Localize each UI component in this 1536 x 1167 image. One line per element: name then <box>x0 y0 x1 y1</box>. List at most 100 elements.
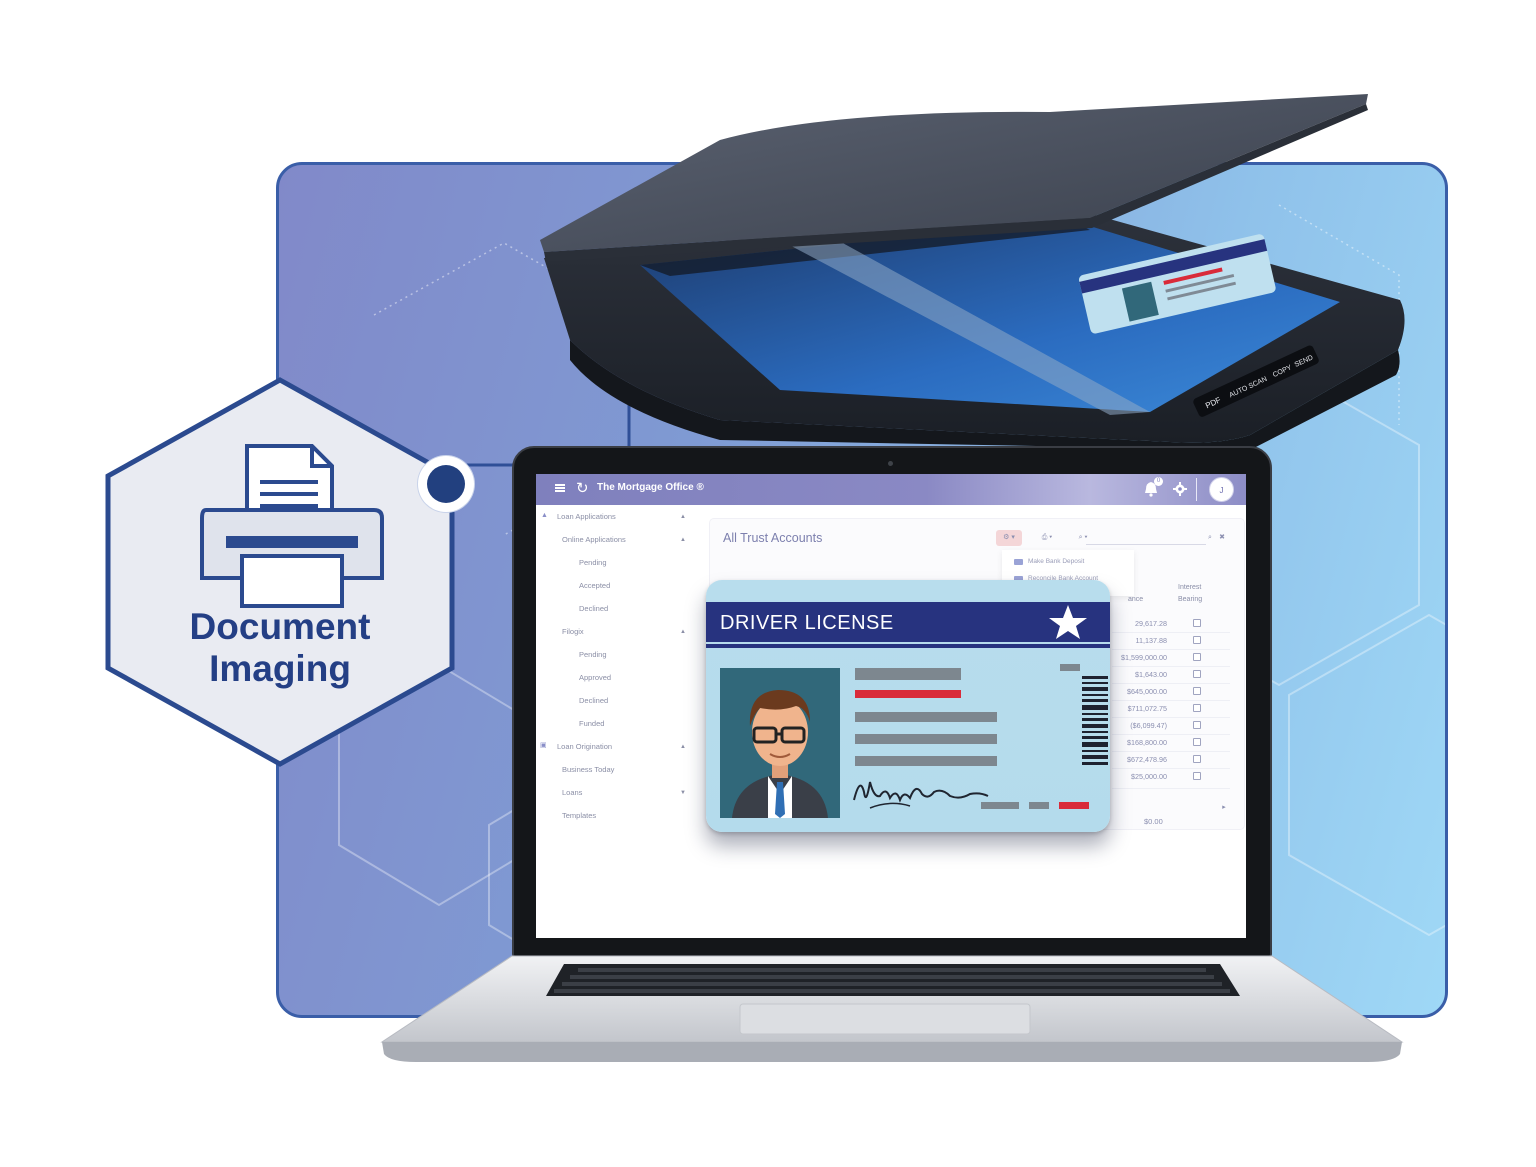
interest-bearing-checkbox[interactable] <box>1193 721 1201 729</box>
row-divider <box>1112 666 1230 667</box>
signature <box>853 781 989 809</box>
table-cell-balance: $645,000.00 <box>1127 687 1167 696</box>
sidebar-item-declined[interactable]: Declined <box>579 696 609 705</box>
sidebar-item-loans[interactable]: Loans <box>562 788 583 797</box>
avatar[interactable]: J <box>1209 477 1234 502</box>
reconcile-icon <box>1014 576 1023 582</box>
table-cell-balance: 11,137.88 <box>1135 636 1167 645</box>
gear-icon[interactable] <box>1173 482 1187 496</box>
license-field-bar <box>1029 802 1049 809</box>
row-divider <box>1112 632 1230 633</box>
license-header-band <box>706 602 1110 642</box>
scroll-right-icon[interactable]: ▸ <box>1222 804 1226 811</box>
connector-dot <box>418 456 474 512</box>
table-cell-balance: $672,478.96 <box>1127 755 1167 764</box>
interest-bearing-checkbox[interactable] <box>1193 653 1201 661</box>
interest-bearing-checkbox[interactable] <box>1193 755 1201 763</box>
topbar-divider <box>1196 478 1197 501</box>
interest-bearing-checkbox[interactable] <box>1193 619 1201 627</box>
badge-title: Document Imaging <box>130 606 430 690</box>
table-cell-balance: $1,643.00 <box>1135 670 1167 679</box>
column-header-interest-line1[interactable]: Interest <box>1178 584 1202 591</box>
laptop-keyboard-base <box>380 955 1404 1062</box>
page-title: All Trust Accounts <box>723 531 823 545</box>
star-icon <box>1049 605 1087 639</box>
menu-icon[interactable] <box>555 484 565 492</box>
search-input[interactable] <box>1086 530 1206 545</box>
row-divider <box>1112 751 1230 752</box>
license-field-bar <box>855 734 997 744</box>
webcam <box>888 461 893 466</box>
sidebar-item-loan-origination[interactable]: Loan Origination <box>557 742 613 751</box>
row-divider <box>1112 717 1230 718</box>
loan-origination-icon: ▣ <box>540 742 547 749</box>
sidebar-item-loan-applications[interactable]: Loan Applications <box>557 512 616 521</box>
sidebar-item-templates[interactable]: Templates <box>562 811 597 820</box>
sidebar-item-declined[interactable]: Declined <box>579 604 609 613</box>
badge-title-line1: Document <box>189 606 371 647</box>
table-cell-balance: $1,599,000.00 <box>1121 653 1167 662</box>
sidebar-item-filogix[interactable]: Filogix <box>562 627 584 636</box>
sidebar: ▲ Loan Applications ▲ Online Application… <box>536 505 696 938</box>
sidebar-item-approved[interactable]: Approved <box>579 673 612 682</box>
actions-dropdown-button[interactable]: ⚙ ▾ <box>996 530 1022 546</box>
notification-badge: 0 <box>1154 477 1163 486</box>
driver-license-card: DRIVER LICENSE <box>706 580 1110 832</box>
chevron-up-icon[interactable]: ▲ <box>680 744 686 750</box>
sidebar-item-accepted[interactable]: Accepted <box>579 581 611 590</box>
row-divider <box>1112 700 1230 701</box>
license-field-bar <box>855 712 997 722</box>
clear-icon[interactable]: ✖ <box>1219 534 1225 541</box>
license-header-line <box>706 644 1110 648</box>
column-header-interest-line2[interactable]: Bearing <box>1178 596 1203 603</box>
badge-title-line2: Imaging <box>209 648 351 689</box>
column-header-balance[interactable]: ance <box>1128 596 1144 603</box>
table-total: $0.00 <box>1144 817 1163 826</box>
license-field-bar <box>855 756 997 766</box>
printer-icon <box>200 444 384 608</box>
table-cell-balance: ($6,099.47) <box>1130 721 1167 730</box>
sidebar-item-pending[interactable]: Pending <box>579 558 607 567</box>
print-button[interactable]: ⎙ ▾ <box>1041 534 1053 541</box>
flatbed-scanner: PDF AUTO SCAN COPY SEND <box>540 94 1405 450</box>
license-field-bar <box>981 802 1019 809</box>
table-cell-balance: 29,617.28 <box>1135 619 1167 628</box>
sidebar-item-funded[interactable]: Funded <box>579 719 605 728</box>
menu-item-make-bank-deposit[interactable]: Make Bank Deposit <box>1028 558 1085 565</box>
table-cell-balance: $168,800.00 <box>1127 738 1167 747</box>
row-divider <box>1112 683 1230 684</box>
license-field-bar-red <box>1059 802 1089 809</box>
interest-bearing-checkbox[interactable] <box>1193 738 1201 746</box>
chevron-up-icon[interactable]: ▲ <box>680 514 686 520</box>
top-bar: ↻ The Mortgage Office ® 0 J <box>536 474 1246 505</box>
row-divider <box>1112 734 1230 735</box>
interest-bearing-checkbox[interactable] <box>1193 687 1201 695</box>
applications-icon: ▲ <box>541 512 548 519</box>
interest-bearing-checkbox[interactable] <box>1193 670 1201 678</box>
sidebar-item-online-applications[interactable]: Online Applications <box>562 535 626 544</box>
search-options-button[interactable]: ⌕ ▾ <box>1078 534 1088 541</box>
row-divider <box>1112 788 1230 789</box>
row-divider <box>1112 768 1230 769</box>
license-title: DRIVER LICENSE <box>720 612 894 634</box>
interest-bearing-checkbox[interactable] <box>1193 704 1201 712</box>
sidebar-item-business-today[interactable]: Business Today <box>562 765 615 774</box>
sidebar-item-pending[interactable]: Pending <box>579 650 607 659</box>
bell-icon[interactable] <box>1144 481 1158 497</box>
interest-bearing-checkbox[interactable] <box>1193 636 1201 644</box>
chevron-up-icon[interactable]: ▲ <box>680 537 686 543</box>
row-divider <box>1112 649 1230 650</box>
app-logo-icon: ↻ <box>576 480 589 497</box>
license-photo <box>720 668 840 818</box>
chevron-down-icon[interactable]: ▼ <box>680 790 686 796</box>
barcode <box>1082 676 1108 765</box>
table-cell-balance: $25,000.00 <box>1131 772 1167 781</box>
app-title: The Mortgage Office ® <box>597 482 704 493</box>
chevron-up-icon[interactable]: ▲ <box>680 629 686 635</box>
license-field-bar <box>855 668 961 680</box>
menu-item-reconcile-bank-account[interactable]: Reconcile Bank Account <box>1028 575 1099 582</box>
document-imaging-badge <box>105 377 455 767</box>
interest-bearing-checkbox[interactable] <box>1193 772 1201 780</box>
search-icon[interactable]: ⌕ <box>1208 534 1212 541</box>
